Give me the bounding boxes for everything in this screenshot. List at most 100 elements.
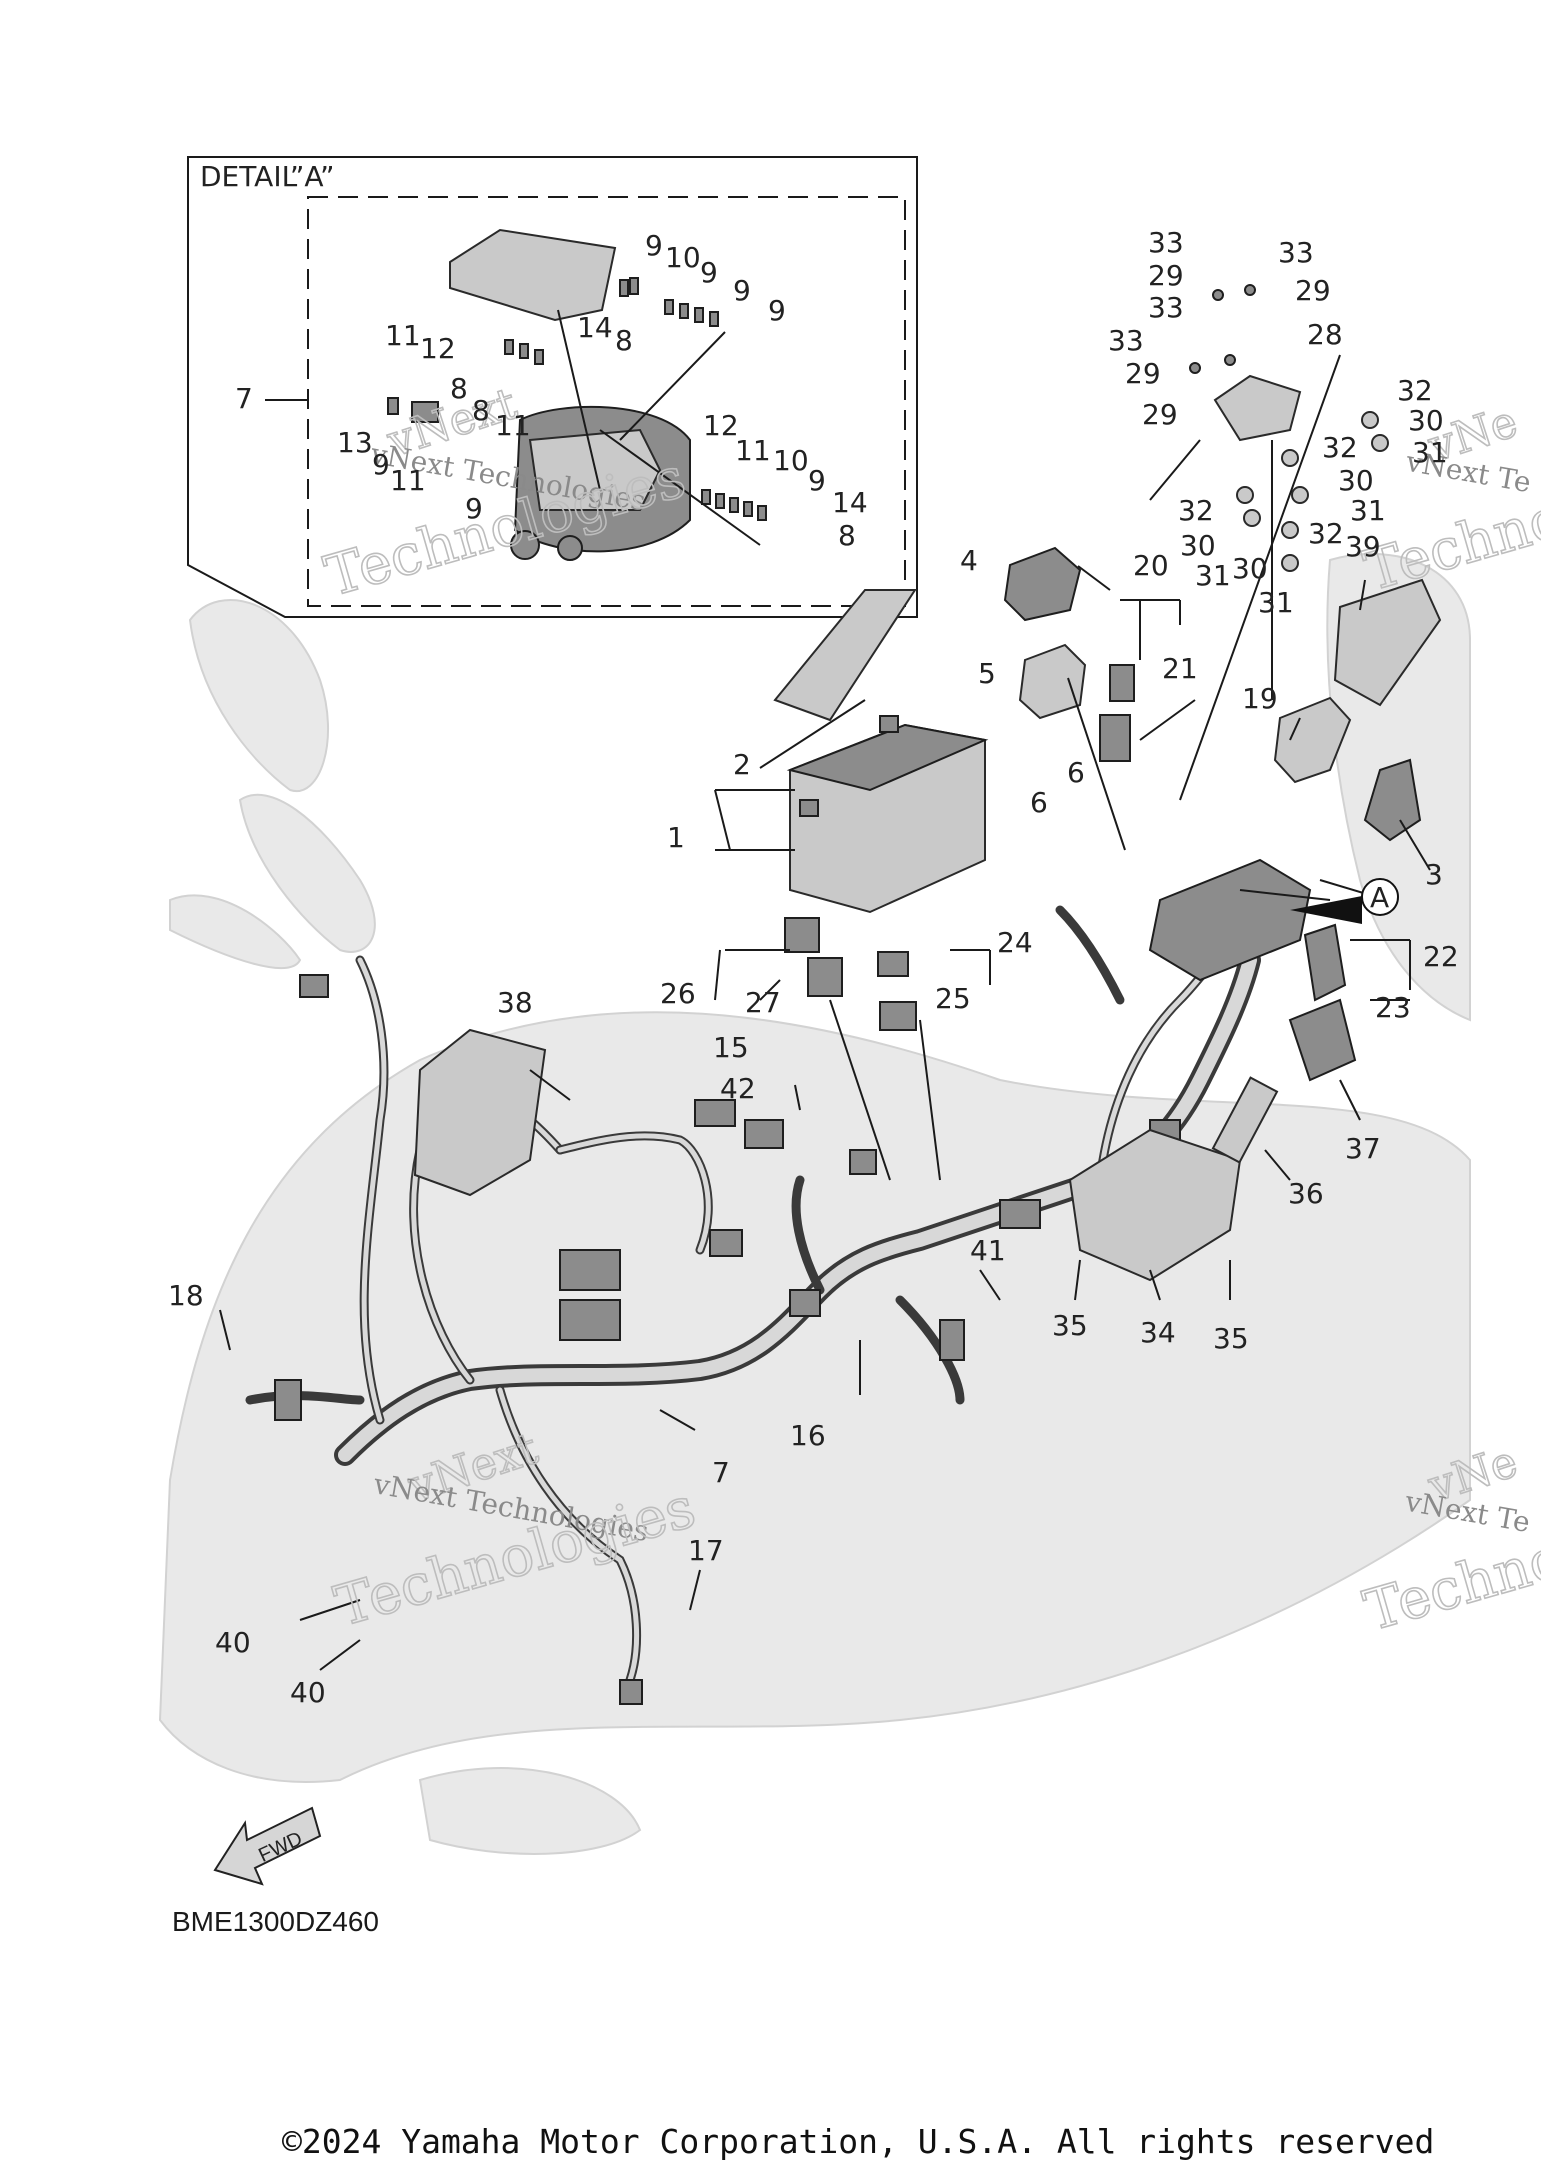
part-36: [1211, 1076, 1279, 1164]
callout-21: 21: [1162, 652, 1198, 685]
bracket-28: [1213, 374, 1302, 442]
callout-20: 20: [1133, 549, 1169, 582]
fuse-set-left: [387, 339, 544, 423]
detail-a-dashed-frame: [307, 196, 906, 607]
callout-1: 1: [667, 821, 685, 854]
wire-harness: [245, 905, 1261, 1705]
callout-14: 14: [832, 486, 868, 519]
callout-39: 39: [1345, 530, 1381, 563]
callout-7: 7: [712, 1456, 730, 1489]
callout-2: 2: [733, 748, 751, 781]
callout-6: 6: [1030, 786, 1048, 819]
callout-22: 22: [1423, 940, 1459, 973]
callout-26: 26: [660, 977, 696, 1010]
detail-a-title: DETAIL”A”: [200, 160, 335, 193]
callout-11: 11: [495, 409, 531, 442]
callout-29: 29: [1125, 357, 1161, 390]
motorcycle-silhouette: [158, 552, 1471, 1855]
callout-10: 10: [773, 444, 809, 477]
callout-9: 9: [808, 464, 826, 497]
hardware-upper-right: [1189, 284, 1389, 572]
battery-pad: [773, 589, 917, 722]
callout-33: 33: [1148, 226, 1184, 259]
callout-33: 33: [1278, 236, 1314, 269]
callout-16: 16: [790, 1419, 826, 1452]
callout-37: 37: [1345, 1132, 1381, 1165]
callout-31: 31: [1195, 559, 1231, 592]
callout-9: 9: [700, 256, 718, 289]
detail-a-marker: A: [1290, 878, 1399, 924]
callout-6: 6: [1067, 756, 1085, 789]
relay-5: [1018, 643, 1087, 720]
fuse-set-upper: [619, 277, 719, 327]
callout-32: 32: [1308, 517, 1344, 550]
callout-9: 9: [733, 274, 751, 307]
callout-18: 18: [168, 1279, 204, 1312]
callout-30: 30: [1408, 404, 1444, 437]
callout-28: 28: [1307, 318, 1343, 351]
cover-39: [1333, 578, 1442, 707]
callout-9: 9: [645, 229, 663, 262]
callout-35: 35: [1052, 1309, 1088, 1342]
callout-12: 12: [703, 409, 739, 442]
callout-15: 15: [713, 1031, 749, 1064]
callout-8: 8: [615, 324, 633, 357]
callout-25: 25: [935, 982, 971, 1015]
part-37: [1288, 998, 1357, 1082]
callout-24: 24: [997, 926, 1033, 959]
callout-10: 10: [665, 241, 701, 274]
callout-30: 30: [1232, 552, 1268, 585]
callout-3: 3: [1425, 858, 1443, 891]
copyright-notice: ©2024 Yamaha Motor Corporation, U.S.A. A…: [282, 2122, 1435, 2161]
fwd-arrow: FWD: [213, 1806, 322, 1886]
callout-29: 29: [1148, 259, 1184, 292]
ecu-34: [1068, 1128, 1242, 1282]
callout-29: 29: [1295, 274, 1331, 307]
callout-9: 9: [465, 492, 483, 525]
callout-9: 9: [768, 294, 786, 327]
callout-35: 35: [1213, 1322, 1249, 1355]
svg-text:A: A: [1370, 881, 1389, 914]
callout-33: 33: [1108, 324, 1144, 357]
callout-34: 34: [1140, 1316, 1176, 1349]
callout-31: 31: [1258, 586, 1294, 619]
callout-23: 23: [1375, 991, 1411, 1024]
detail-a-panel: DETAIL”A”: [187, 156, 918, 618]
callout-13: 13: [337, 426, 373, 459]
callout-40: 40: [290, 1676, 326, 1709]
callout-27: 27: [745, 986, 781, 1019]
diagram-code: BME1300DZ460: [172, 1906, 380, 1937]
callout-11: 11: [390, 464, 426, 497]
callout-17: 17: [688, 1534, 724, 1567]
callout-30: 30: [1338, 464, 1374, 497]
fuse-box-main: [1148, 858, 1312, 982]
callout-19: 19: [1242, 682, 1278, 715]
callout-8: 8: [450, 372, 468, 405]
callout-32: 32: [1397, 374, 1433, 407]
relays-24-27: [784, 917, 917, 1031]
callout-40: 40: [215, 1626, 251, 1659]
callout-32: 32: [1322, 431, 1358, 464]
callout-4: 4: [960, 544, 978, 577]
relay-20-21: [1099, 664, 1135, 762]
callout-5: 5: [978, 657, 996, 690]
callout-14: 14: [577, 311, 613, 344]
callout-9: 9: [372, 448, 390, 481]
callout-30: 30: [1180, 529, 1216, 562]
relay-22-23: [1303, 923, 1347, 1002]
callout-42: 42: [720, 1072, 756, 1105]
callout-12: 12: [420, 332, 456, 365]
callout-31: 31: [1412, 436, 1448, 469]
callout-31: 31: [1350, 494, 1386, 527]
callout-29: 29: [1142, 398, 1178, 431]
callout-33: 33: [1148, 291, 1184, 324]
callout-11: 11: [735, 434, 771, 467]
callout-38: 38: [497, 986, 533, 1019]
module-38: [413, 1028, 547, 1197]
callout-11: 11: [385, 319, 421, 352]
callout-41: 41: [970, 1234, 1006, 1267]
fuse-set-lower: [701, 489, 767, 521]
leader-lines: [219, 354, 1431, 1671]
callout-8: 8: [838, 519, 856, 552]
